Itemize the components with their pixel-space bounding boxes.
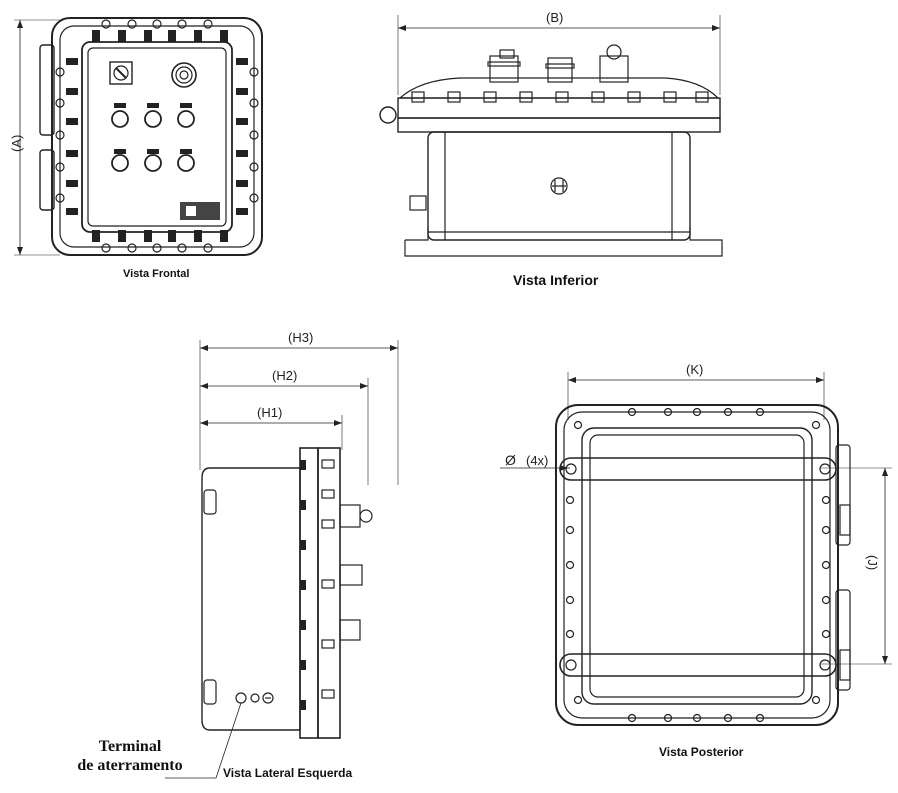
dimension-h3-label: (H3) xyxy=(288,330,314,345)
bottom-view-bolts xyxy=(411,91,709,103)
left-side-view xyxy=(165,340,399,779)
ground-terminal-line2: de aterramento xyxy=(77,757,183,774)
ground-terminal-label: Terminal de aterramento xyxy=(74,737,186,775)
rear-view xyxy=(500,372,892,726)
ground-terminal-line1: Terminal xyxy=(98,738,162,755)
rear-flange-holes xyxy=(565,407,831,723)
dimension-h1-label: (H1) xyxy=(257,405,283,420)
dimension-h2-label: (H2) xyxy=(272,368,298,383)
bottom-view xyxy=(379,15,723,257)
dimension-a-label: (A) xyxy=(9,134,24,152)
dimension-b-label: (B) xyxy=(546,10,564,25)
front-view-caption: Vista Frontal xyxy=(123,268,190,280)
bottom-view-caption: Vista Inferior xyxy=(513,272,599,288)
hole-count-label: (4x) xyxy=(526,453,549,468)
dimension-k-label: (K) xyxy=(686,362,704,377)
left-side-bolts xyxy=(321,459,335,699)
hole-diameter-symbol: Ø xyxy=(505,452,516,468)
rear-view-caption: Vista Posterior xyxy=(659,745,744,759)
left-side-view-caption: Vista Lateral Esquerda xyxy=(223,766,353,780)
front-flange-bolts xyxy=(55,19,259,253)
dimension-j-label: (J) xyxy=(865,555,880,571)
front-view xyxy=(14,17,263,256)
